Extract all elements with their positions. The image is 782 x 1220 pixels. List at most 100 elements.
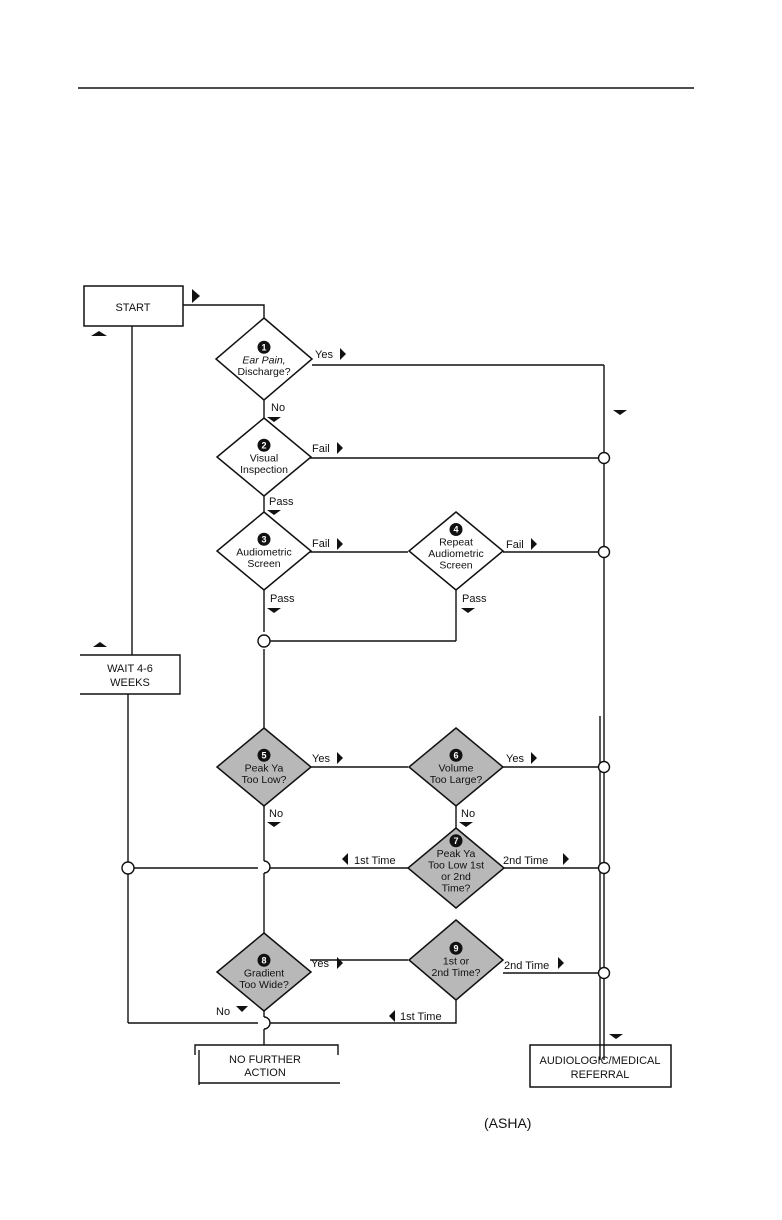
arrow-right-icon <box>337 538 343 550</box>
decision-2-shape <box>215 417 313 497</box>
wait-box: WAIT 4-6 WEEKS <box>80 654 181 695</box>
decision-4-text-line1: Repeat <box>439 537 473 549</box>
decision-7-text-line3: or 2nd <box>441 871 471 883</box>
decision-3-text-line1: Audiometric <box>236 546 291 558</box>
edge-label-d7-second: 2nd Time <box>503 855 548 867</box>
edge-labels: Yes No Fail Pass Fail Fail Pass Pass Yes… <box>216 349 549 1023</box>
decision-5-text-line2: Too Low? <box>242 774 287 786</box>
no-further-label-line1: NO FURTHER <box>229 1054 301 1066</box>
arrow-right-icon <box>340 348 346 360</box>
edge-label-d9-first: 1st Time <box>400 1011 442 1023</box>
decision-2-text-line1: Visual <box>250 452 278 464</box>
edge-label-d3-pass: Pass <box>270 593 295 605</box>
arrow-down-icon <box>613 410 627 415</box>
arrow-left-icon <box>342 853 348 865</box>
decision-9-number: 9 <box>453 943 458 953</box>
decision-1-text-line2: Discharge? <box>237 366 290 378</box>
referral-label-line1: AUDIOLOGIC/MEDICAL <box>539 1055 660 1067</box>
decision-2-badge <box>257 438 271 452</box>
decision-4-shape <box>407 511 505 591</box>
wait-label-line2: WEEKS <box>110 677 150 689</box>
arrow-right-icon <box>192 289 200 303</box>
source-credit: (ASHA) <box>484 1115 531 1131</box>
arrow-left-icon <box>236 1006 248 1012</box>
edge-label-d5-yes: Yes <box>312 753 330 765</box>
decision-6-text-line1: Volume <box>438 762 473 774</box>
decision-2-text-line2: Inspection <box>240 464 288 476</box>
decision-5-badge <box>257 748 271 762</box>
edge-label-d1-no: No <box>271 402 285 414</box>
decision-9-text-line2: 2nd Time? <box>431 967 480 979</box>
edge-label-d9-second: 2nd Time <box>504 960 549 972</box>
edge-label-d6-yes: Yes <box>506 753 524 765</box>
edge-label-d3-fail: Fail <box>312 538 330 550</box>
edge-label-d5-no: No <box>269 808 283 820</box>
decision-3-badge <box>257 532 271 546</box>
decision-1-number: 1 <box>261 342 266 352</box>
arrow-down-icon <box>267 417 281 422</box>
referral-box: AUDIOLOGIC/MEDICAL REFERRAL <box>529 1044 672 1088</box>
decision-9-badge <box>449 941 463 955</box>
decision-7-badge <box>449 834 463 848</box>
decision-9-text-line1: 1st or <box>443 955 470 967</box>
decision-1-badge <box>257 340 271 354</box>
start-box: START <box>83 285 184 327</box>
referral-label-line2: REFERRAL <box>571 1069 630 1081</box>
arrow-left-icon <box>389 1010 395 1022</box>
decision-6-badge <box>449 748 463 762</box>
arrow-right-icon <box>337 442 343 454</box>
decision-6-shape <box>407 727 505 807</box>
decision-6-number: 6 <box>453 750 458 760</box>
arrow-up-icon <box>93 642 107 647</box>
decision-3-text-line2: Screen <box>247 558 280 570</box>
decision-8-text-line2: Too Wide? <box>239 979 289 991</box>
decision-5-text-line1: Peak Ya <box>245 762 284 774</box>
arrow-right-icon <box>531 538 537 550</box>
decision-8-text-line1: Gradient <box>244 967 284 979</box>
edge-label-d2-fail: Fail <box>312 443 330 455</box>
decision-5-number: 5 <box>261 750 266 760</box>
decision-7-shape <box>406 827 506 909</box>
arrow-down-icon <box>267 510 281 515</box>
arrow-down-icon <box>267 822 281 827</box>
edge-label-d2-pass: Pass <box>269 496 294 508</box>
direction-arrows <box>91 289 627 1039</box>
decision-7-text-line4: Time? <box>442 882 471 894</box>
no-further-label-line2: ACTION <box>244 1067 286 1079</box>
decision-1-shape <box>214 317 314 401</box>
edge-label-d8-yes: Yes <box>311 958 329 970</box>
decision-6-text-line2: Too Large? <box>430 774 483 786</box>
decision-3-shape <box>215 511 313 591</box>
decision-7-text-line1: Peak Ya <box>437 848 476 860</box>
arrow-down-icon <box>459 822 473 827</box>
decision-4-number: 4 <box>453 525 458 535</box>
decision-8-badge <box>257 953 271 967</box>
wait-label-line1: WAIT 4-6 <box>107 663 153 675</box>
decision-1-text-line1: Ear Pain, <box>242 354 285 366</box>
arrow-right-icon <box>337 752 343 764</box>
arrow-up-icon <box>91 331 107 336</box>
decision-7-number: 7 <box>453 836 458 846</box>
arrow-right-icon <box>563 853 569 865</box>
arrow-down-icon <box>609 1034 623 1039</box>
decision-5-shape <box>215 727 313 807</box>
decision-2-number: 2 <box>261 440 266 450</box>
arrow-down-icon <box>461 608 475 613</box>
arrow-right-icon <box>337 957 343 969</box>
no-further-action-box: NO FURTHER ACTION <box>194 1044 340 1085</box>
decision-9-shape <box>407 919 505 1001</box>
edge-label-d6-no: No <box>461 808 475 820</box>
decision-4-text-line3: Screen <box>439 560 472 572</box>
arrow-down-icon <box>267 608 281 613</box>
decision-3-number: 3 <box>261 534 266 544</box>
